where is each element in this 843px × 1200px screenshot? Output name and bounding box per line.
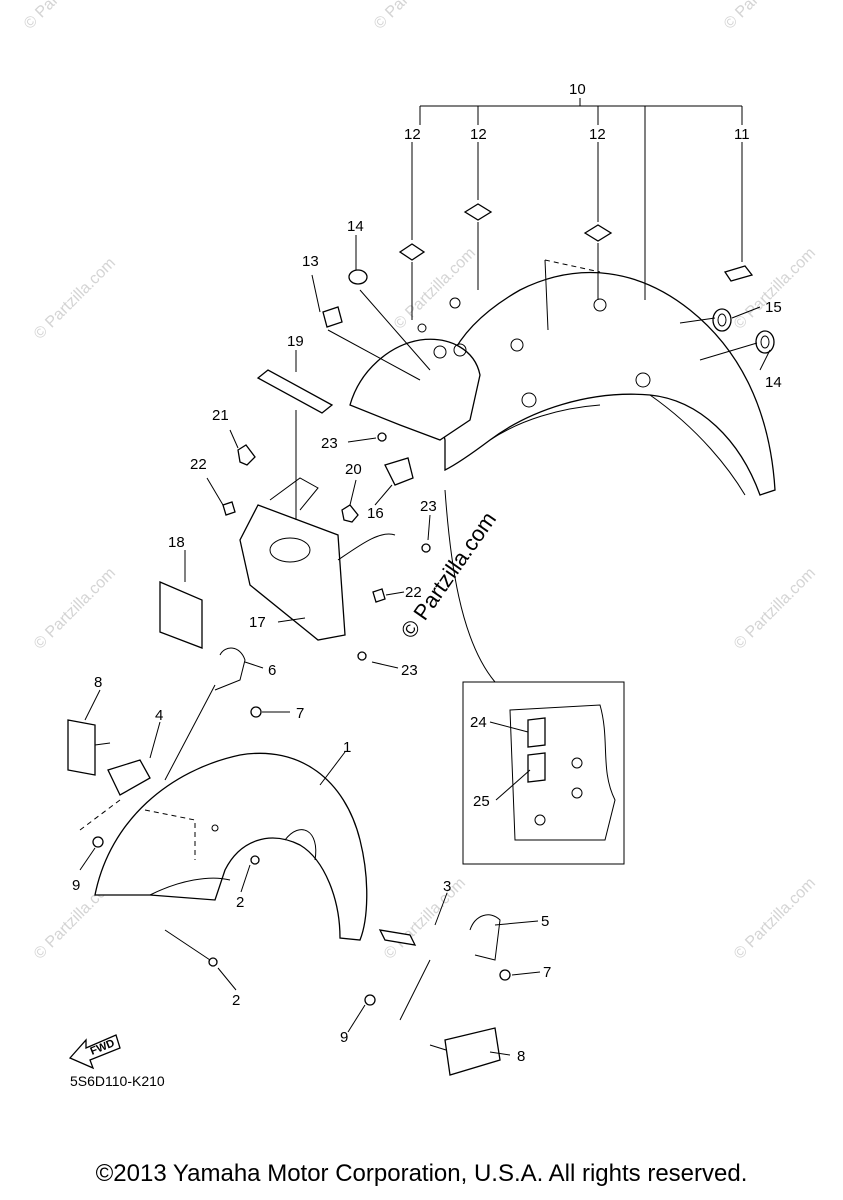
callout-23: 23 xyxy=(401,662,418,679)
watermark: © Partzilla.com xyxy=(391,245,479,333)
leader-lines xyxy=(79,98,771,1056)
watermark: © Partzilla.com xyxy=(21,0,109,33)
part-22-pad xyxy=(222,501,236,516)
bolt-23c xyxy=(357,651,367,661)
parts-diagram: © Partzilla.com © Partzilla.com © Partzi… xyxy=(21,0,819,1089)
rear-fender xyxy=(417,259,776,496)
grommets xyxy=(348,269,775,354)
bolt-7b xyxy=(499,969,511,981)
callout-19: 19 xyxy=(287,333,304,350)
callout-22: 22 xyxy=(190,456,207,473)
bolt-7a xyxy=(250,706,262,718)
watermark: © Partzilla.com xyxy=(381,875,469,963)
callout-23: 23 xyxy=(420,498,437,515)
callout-15: 15 xyxy=(765,299,782,316)
callout-23: 23 xyxy=(321,435,338,452)
diagram-code: 5S6D110-K210 xyxy=(70,1073,165,1089)
fwd-arrow-icon: FWD xyxy=(68,1034,121,1070)
bolt-2a xyxy=(250,855,260,865)
callout-13: 13 xyxy=(302,253,319,270)
part-16-pad xyxy=(384,457,414,486)
callouts: 10 12 12 12 11 14 13 15 14 19 23 21 22 2… xyxy=(72,81,782,1065)
washer-9a xyxy=(92,836,104,848)
bracket-6 xyxy=(214,647,246,691)
watermark: © Partzilla.com xyxy=(721,0,809,33)
rear-fender-bracket xyxy=(349,338,481,486)
callout-12: 12 xyxy=(470,126,487,143)
watermark: © Partzilla.com xyxy=(731,875,819,963)
part-20-pad xyxy=(341,504,359,523)
license-bracket xyxy=(239,477,396,641)
callout-14: 14 xyxy=(765,374,782,391)
bracket-3-arm xyxy=(378,929,417,946)
callout-8: 8 xyxy=(517,1048,525,1065)
callout-10: 10 xyxy=(569,81,586,98)
callout-3: 3 xyxy=(443,878,451,895)
watermark: © Partzilla.com xyxy=(31,255,119,343)
part-13-clip xyxy=(322,306,343,328)
callout-8: 8 xyxy=(94,674,102,691)
callout-2: 2 xyxy=(236,894,244,911)
watermark: © Partzilla.com xyxy=(731,565,819,653)
decals xyxy=(398,203,754,282)
callout-12: 12 xyxy=(589,126,606,143)
callout-22: 22 xyxy=(405,584,422,601)
callout-4: 4 xyxy=(155,707,163,724)
callout-20: 20 xyxy=(345,461,362,478)
part-19-strip xyxy=(256,369,334,414)
inset-detail xyxy=(462,681,625,865)
washer-9b xyxy=(364,994,376,1006)
bolt-2b xyxy=(208,957,218,967)
watermark: © Partzilla.com xyxy=(31,565,119,653)
callout-25: 25 xyxy=(473,793,490,810)
part-21-pad xyxy=(237,444,256,466)
callout-16: 16 xyxy=(367,505,384,522)
bracket-5 xyxy=(469,914,501,961)
callout-18: 18 xyxy=(168,534,185,551)
callout-11: 11 xyxy=(734,126,750,143)
callout-12: 12 xyxy=(404,126,421,143)
part-22-pad-b xyxy=(372,588,386,603)
callout-1: 1 xyxy=(343,739,351,756)
callout-5: 5 xyxy=(541,913,549,930)
reflector-right xyxy=(429,1027,501,1076)
callout-7: 7 xyxy=(296,705,304,722)
callout-24: 24 xyxy=(470,714,487,731)
reflector-left xyxy=(67,719,111,776)
callout-2: 2 xyxy=(232,992,240,1009)
license-plate xyxy=(159,581,203,649)
callout-17: 17 xyxy=(249,614,266,631)
bolt-23b xyxy=(421,543,431,553)
copyright-footer: ©2013 Yamaha Motor Corporation, U.S.A. A… xyxy=(95,1160,748,1187)
front-fender xyxy=(94,752,368,941)
bracket-4 xyxy=(107,759,151,796)
callout-7: 7 xyxy=(543,964,551,981)
callout-21: 21 xyxy=(212,407,229,424)
bolt-23a xyxy=(377,432,387,442)
callout-9: 9 xyxy=(340,1029,348,1046)
callout-9: 9 xyxy=(72,877,80,894)
callout-14: 14 xyxy=(347,218,364,235)
watermark: © Partzilla.com xyxy=(731,245,819,333)
watermark: © Partzilla.com xyxy=(371,0,459,33)
callout-6: 6 xyxy=(268,662,276,679)
